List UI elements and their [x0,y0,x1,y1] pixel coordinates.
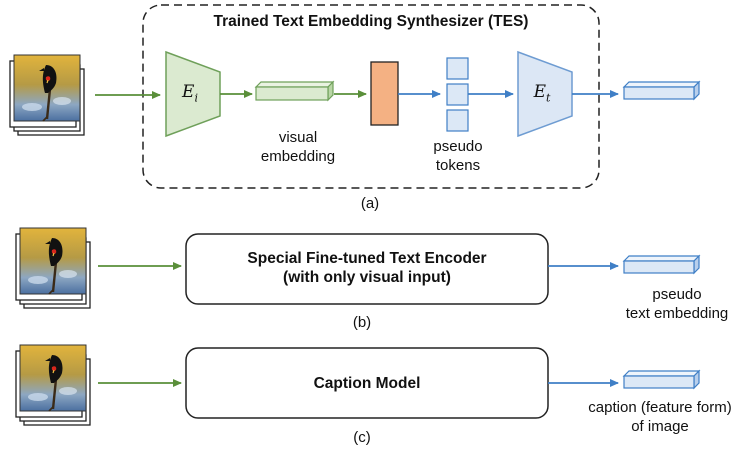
tes-dashed-box [142,4,600,189]
pseudo-token [446,83,469,106]
special-encoder-label: Special Fine-tuned Text Encoder (with on… [247,250,487,286]
output-embedding-a [623,81,700,100]
output-embedding-b [623,255,700,274]
input-image-stack-a [8,53,86,137]
encoder-ei-label: Ei [182,82,198,105]
caption-b: (b) [352,314,372,331]
text-encoder-et [517,50,573,138]
input-image-stack-b [14,226,92,310]
pseudo-tokens [446,57,469,132]
encoder-et-label: Et [533,82,551,105]
tes-title: Trained Text Embedding Synthesizer (TES) [213,13,529,30]
caption-feature-label: caption (feature form) of image [588,399,732,435]
caption-c: (c) [353,429,371,446]
visual-embedding-vector [254,80,335,102]
special-text-encoder-box [185,233,549,305]
caption-a: (a) [360,195,380,212]
pseudo-text-embedding-label: pseudo text embedding [625,286,729,322]
visual-embedding-label: visual embedding [260,129,336,165]
input-image-stack-c [14,343,92,427]
mapping-block [370,61,399,126]
pseudo-tokens-label: pseudo tokens [433,138,483,174]
output-embedding-c [623,370,700,389]
pseudo-token [446,109,469,132]
image-encoder-ei [165,50,221,138]
caption-model-label: Caption Model [313,375,421,392]
pseudo-token [446,57,469,80]
